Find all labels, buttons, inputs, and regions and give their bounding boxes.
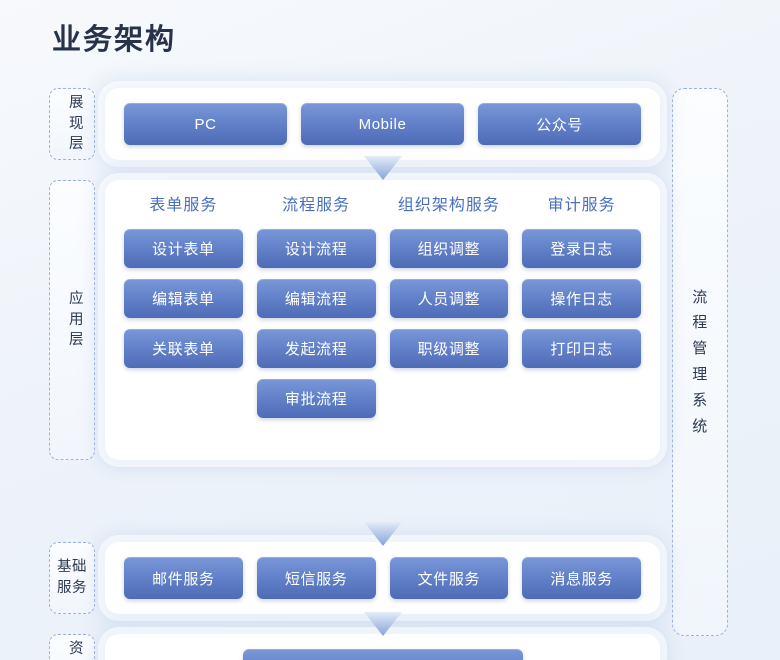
- down-arrow-icon: [364, 156, 402, 182]
- app-item-print-log[interactable]: 打印日志: [522, 329, 641, 368]
- application-service-grid: 表单服务 设计表单 编辑表单 关联表单 流程服务 设计流程 编辑流程 发起流程 …: [124, 194, 641, 418]
- presentation-item-official-account[interactable]: 公众号: [478, 103, 641, 145]
- basic-service-items: 邮件服务 短信服务 文件服务 消息服务: [124, 557, 641, 599]
- layer-tag-application-label: 应用层: [69, 291, 85, 349]
- system-scope-label-text: 流程管理系统: [692, 288, 708, 435]
- layer-tag-presentation: 展现层: [49, 88, 95, 160]
- application-column-org-structure-service: 组织架构服务 组织调整 人员调整 职级调整: [389, 194, 509, 418]
- resource-items: 公有云/私有云基础设施: [105, 649, 660, 660]
- presentation-item-pc[interactable]: PC: [124, 103, 287, 145]
- layer-tag-resource: 资源层: [49, 634, 95, 660]
- column-header-org-structure-service: 组织架构服务: [397, 197, 500, 214]
- basic-item-mail-service[interactable]: 邮件服务: [124, 557, 243, 599]
- down-arrow-icon: [364, 612, 402, 638]
- app-item-login-log[interactable]: 登录日志: [522, 229, 641, 268]
- column-header-process-service: 流程服务: [282, 197, 351, 214]
- application-column-process-service: 流程服务 设计流程 编辑流程 发起流程 审批流程: [256, 194, 376, 418]
- application-column-form-service: 表单服务 设计表单 编辑表单 关联表单: [124, 194, 243, 418]
- app-item-edit-process[interactable]: 编辑流程: [256, 279, 376, 318]
- page-title: 业务架构: [52, 24, 177, 56]
- basic-item-sms-service[interactable]: 短信服务: [256, 557, 376, 599]
- presentation-item-mobile[interactable]: Mobile: [301, 103, 464, 145]
- application-column-audit-service: 审计服务 登录日志 操作日志 打印日志: [522, 194, 641, 418]
- column-header-form-service: 表单服务: [149, 197, 218, 214]
- app-item-approval-process[interactable]: 审批流程: [256, 379, 376, 418]
- app-item-org-adjustment[interactable]: 组织调整: [389, 229, 509, 268]
- resource-item-cloud-infrastructure[interactable]: 公有云/私有云基础设施: [242, 649, 523, 660]
- layer-tag-resource-label: 资源层: [69, 641, 85, 658]
- column-header-audit-service: 审计服务: [547, 197, 616, 214]
- app-item-link-form[interactable]: 关联表单: [124, 329, 243, 368]
- app-item-design-form[interactable]: 设计表单: [124, 229, 243, 268]
- app-item-design-process[interactable]: 设计流程: [256, 229, 376, 268]
- basic-item-file-service[interactable]: 文件服务: [389, 557, 509, 599]
- down-arrow-icon: [364, 522, 402, 548]
- basic-services-layer-panel: 邮件服务 短信服务 文件服务 消息服务: [105, 542, 660, 614]
- app-item-personnel-adjustment[interactable]: 人员调整: [389, 279, 509, 318]
- application-layer-panel: 表单服务 设计表单 编辑表单 关联表单 流程服务 设计流程 编辑流程 发起流程 …: [105, 180, 660, 460]
- app-item-operation-log[interactable]: 操作日志: [522, 279, 641, 318]
- layer-tag-presentation-label: 展现层: [69, 95, 85, 153]
- layer-tag-application: 应用层: [49, 180, 95, 460]
- system-scope-label: 流程管理系统: [672, 88, 728, 636]
- app-item-edit-form[interactable]: 编辑表单: [124, 279, 243, 318]
- architecture-diagram: 展现层 应用层 基础服务 资源层 流程管理系统 PC Mobile 公众号: [0, 82, 780, 660]
- layer-tag-basic-services: 基础服务: [49, 542, 95, 614]
- basic-item-message-service[interactable]: 消息服务: [522, 557, 641, 599]
- presentation-layer-panel: PC Mobile 公众号: [105, 88, 660, 160]
- layer-tag-basic-services-label: 基础服务: [57, 559, 87, 596]
- app-item-start-process[interactable]: 发起流程: [256, 329, 376, 368]
- app-item-rank-adjustment[interactable]: 职级调整: [389, 329, 509, 368]
- resource-layer-panel: 公有云/私有云基础设施: [105, 634, 660, 660]
- presentation-items: PC Mobile 公众号: [124, 103, 641, 145]
